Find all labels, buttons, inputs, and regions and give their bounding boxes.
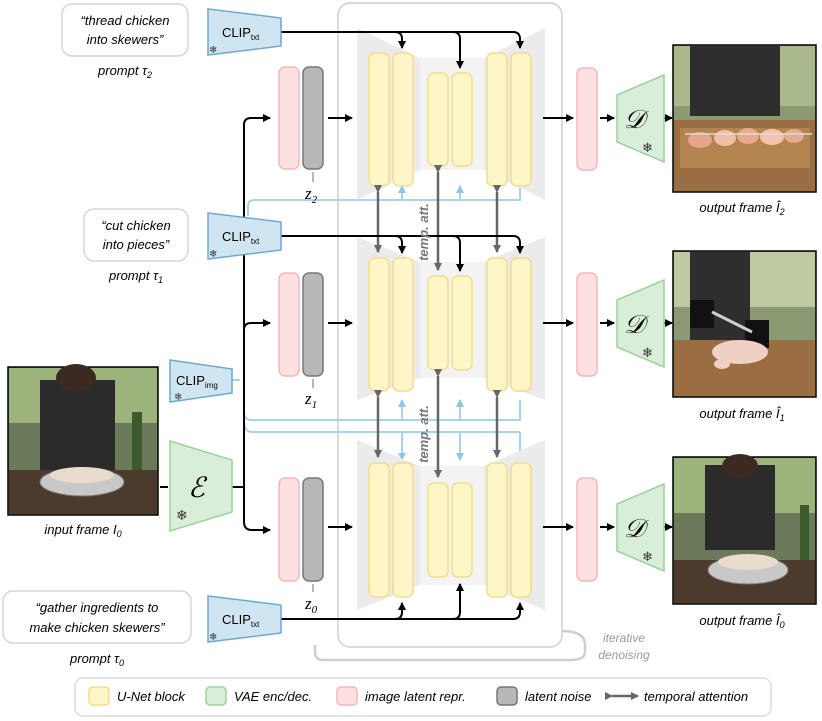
image-latent-1 xyxy=(278,272,300,377)
svg-text:CLIPtxt: CLIPtxt xyxy=(222,25,260,42)
flow-arrows xyxy=(160,31,673,620)
output-frame-0-label: output frame Î0 xyxy=(699,613,784,630)
clip-txt-2: CLIPtxt ❄ xyxy=(207,8,282,56)
temporal-label-upper: temp. att. xyxy=(416,203,431,261)
vae-decoder-2: 𝒟 ❄ xyxy=(616,73,665,164)
legend-swatch-vae xyxy=(205,686,227,706)
legend-label-noise: latent noise xyxy=(525,689,592,704)
iterative-label-1: iterative xyxy=(603,631,645,645)
vae-decoder-1: 𝒟 ❄ xyxy=(616,278,665,369)
svg-text:CLIPtxt: CLIPtxt xyxy=(222,229,260,246)
prompt-box-2: “thread chicken into skewers” prompt τ2 xyxy=(61,3,189,80)
svg-text:make chicken skewers”: make chicken skewers” xyxy=(29,620,165,635)
frozen-icon: ❄ xyxy=(176,507,188,523)
output-frame-1-image xyxy=(672,250,817,398)
iterative-label-2: denoising xyxy=(598,648,650,662)
svg-text:“gather ingredients to: “gather ingredients to xyxy=(36,600,159,615)
image-latent-0 xyxy=(278,477,300,582)
frozen-icon: ❄ xyxy=(209,632,217,643)
svg-text:prompt τ2: prompt τ2 xyxy=(97,63,152,80)
legend-swatch-unet xyxy=(88,686,110,706)
legend-swatch-noise xyxy=(496,686,518,706)
svg-text:prompt τ1: prompt τ1 xyxy=(108,268,163,285)
svg-text:“thread chicken: “thread chicken xyxy=(81,13,170,28)
unet-frame xyxy=(337,2,563,648)
frozen-icon: ❄ xyxy=(174,392,182,403)
input-frame-label: input frame I0 xyxy=(44,522,121,539)
iterative-loop xyxy=(313,629,587,662)
svg-text:“cut chicken: “cut chicken xyxy=(101,218,170,233)
latent-noise-1 xyxy=(302,272,324,377)
temporal-attention-arrows xyxy=(374,165,501,478)
frozen-icon: ❄ xyxy=(209,249,217,260)
clip-txt-0: CLIPtxt ❄ xyxy=(207,595,282,643)
latent-z1-label: z1 xyxy=(304,389,317,411)
latent-z0-label: z0 xyxy=(304,594,318,616)
output-latent-1 xyxy=(576,272,598,377)
unet-blocks xyxy=(368,52,532,598)
latent-z2-label: z2 xyxy=(304,184,318,206)
prompt-box-1: “cut chicken into pieces” prompt τ1 xyxy=(83,208,189,285)
temporal-label-lower: temp. att. xyxy=(416,405,431,463)
svg-text:prompt τ0: prompt τ0 xyxy=(69,651,124,668)
output-frame-2-label: output frame Î2 xyxy=(699,200,784,217)
frozen-icon: ❄ xyxy=(642,140,653,155)
input-frame-image xyxy=(7,364,159,516)
output-frame-2-image xyxy=(672,44,817,193)
legend-label-vae: VAE enc/dec. xyxy=(234,689,312,704)
clip-img: CLIPimg ❄ xyxy=(169,359,233,403)
latent-noise-0 xyxy=(302,477,324,582)
vae-decoder-0: 𝒟 ❄ xyxy=(616,482,665,573)
latent-noise-2 xyxy=(302,66,324,170)
svg-text:into skewers”: into skewers” xyxy=(87,32,164,47)
frozen-icon: ❄ xyxy=(642,549,653,564)
legend-label-image-latent: image latent repr. xyxy=(365,689,466,704)
legend-label-temporal: temporal attention xyxy=(644,689,748,704)
svg-text:CLIPimg: CLIPimg xyxy=(176,373,218,390)
svg-text:into pieces”: into pieces” xyxy=(103,237,170,252)
legend-label-unet: U-Net block xyxy=(117,689,186,704)
latents xyxy=(278,66,598,582)
frozen-icon: ❄ xyxy=(642,345,653,360)
prompt-box-0: “gather ingredients to make chicken skew… xyxy=(2,590,192,668)
vae-encoder: ℰ ❄ xyxy=(169,439,233,533)
svg-text:ℰ: ℰ xyxy=(188,471,208,504)
frozen-icon: ❄ xyxy=(209,45,217,56)
output-frame-1-label: output frame Î1 xyxy=(699,406,784,423)
image-latent-2 xyxy=(278,66,300,170)
output-latent-0 xyxy=(576,477,598,582)
output-latent-2 xyxy=(576,67,598,171)
legend-swatch-image-latent xyxy=(336,686,358,706)
clip-txt-1: CLIPtxt ❄ xyxy=(207,212,282,260)
legend: U-Net block VAE enc/dec. image latent re… xyxy=(74,677,772,717)
svg-text:CLIPtxt: CLIPtxt xyxy=(222,612,260,629)
output-frame-0-image xyxy=(672,454,817,605)
